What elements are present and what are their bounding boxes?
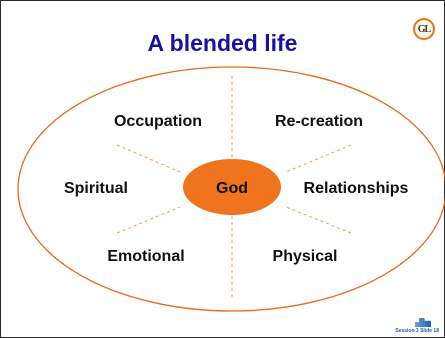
label-emotional: Emotional <box>107 248 184 265</box>
slide-footer: Session 3 Slide 18 <box>395 328 439 334</box>
footer-logo-icon <box>415 318 431 327</box>
connector-lower-left <box>116 206 181 234</box>
connector-upper-right <box>285 144 352 173</box>
center-label-god: God <box>216 180 248 197</box>
label-occupation: Occupation <box>114 113 202 130</box>
label-physical: Physical <box>273 248 338 265</box>
label-re-creation: Re-creation <box>275 113 363 130</box>
slide-title: A blended life <box>147 30 298 56</box>
logo-text: GL <box>417 23 431 35</box>
gl-logo-icon: GL <box>413 18 435 40</box>
connector-lower-right <box>285 206 352 234</box>
outer-ellipse <box>17 66 445 312</box>
center-ellipse <box>183 159 281 215</box>
label-relationships: Relationships <box>304 180 409 197</box>
label-spiritual: Spiritual <box>64 180 128 197</box>
connector-upper-left <box>116 144 181 173</box>
